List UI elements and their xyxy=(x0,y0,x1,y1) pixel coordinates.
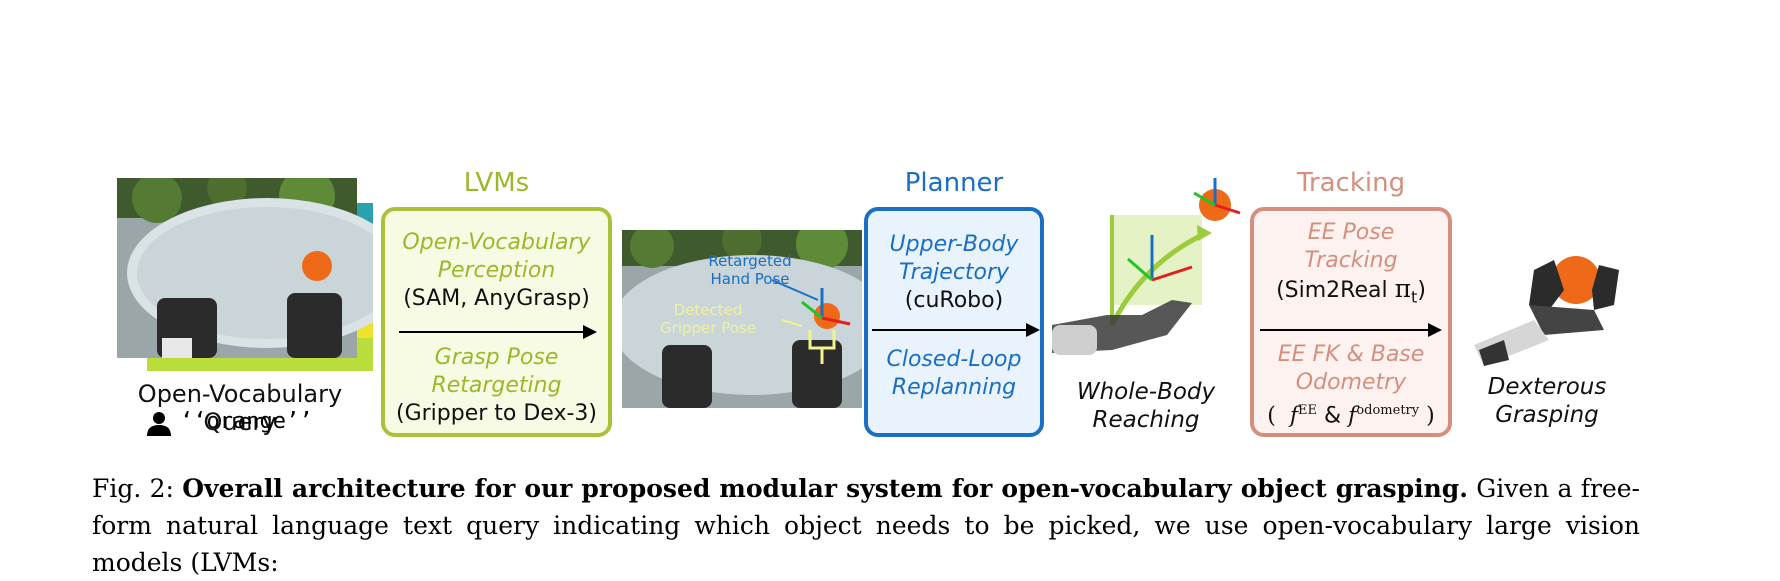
perception-tools: (SAM, AnyGrasp) xyxy=(403,286,590,311)
traj-tool: (cuRobo) xyxy=(904,288,1004,313)
tracking-divider-arrow xyxy=(1260,323,1442,337)
retarget-scene-photo xyxy=(622,230,862,408)
fk-line2: Odometry xyxy=(1295,370,1407,395)
traj-line1: Upper-Body xyxy=(889,232,1019,257)
ee-line2: Tracking xyxy=(1304,248,1398,273)
caption-bold: Overall architecture for our proposed mo… xyxy=(182,474,1468,503)
lvms-module: Open-Vocabulary Perception (SAM, AnyGras… xyxy=(381,207,612,437)
query-text-row: ‘‘orange’’ xyxy=(146,409,346,439)
reaching-illustration xyxy=(1052,175,1244,367)
planner-module: Upper-Body Trajectory (cuRobo) Closed-Lo… xyxy=(864,207,1044,437)
traj-line2: Trajectory xyxy=(898,260,1010,285)
lvms-title: LVMs xyxy=(463,168,530,198)
lvms-divider-arrow xyxy=(399,325,597,339)
retarget-line2: Retargeting xyxy=(431,373,562,398)
planner-title: Planner xyxy=(904,168,1004,198)
tracking-title: Tracking xyxy=(1296,168,1406,198)
query-label: Open-Vocabulary Query xyxy=(137,380,343,436)
caption-prefix: Fig. 2: xyxy=(92,474,183,503)
grasping-illustration xyxy=(1474,250,1632,366)
lvms-retargeting: Grasp Pose Retargeting (Gripper to Dex-3… xyxy=(385,344,608,428)
retarget-line1: Grasp Pose xyxy=(434,345,559,370)
user-icon xyxy=(146,410,172,436)
lvms-perception: Open-Vocabulary Perception (SAM, AnyGras… xyxy=(385,229,608,313)
tracking-ee-pose: EE Pose Tracking (Sim2Real πt) xyxy=(1254,219,1448,311)
hand-pose-label: Retargeted Hand Pose xyxy=(708,252,792,288)
planner-replanning: Closed-Loop Replanning xyxy=(868,346,1040,402)
ee-line1: EE Pose xyxy=(1307,220,1395,245)
query-text: ‘‘orange’’ xyxy=(180,409,313,434)
retarget-detail: (Gripper to Dex-3) xyxy=(396,401,597,426)
reaching-label: Whole-Body Reaching xyxy=(1076,379,1216,433)
tracking-fk-odometry: EE FK & Base Odometry ( fEE & fodometry … xyxy=(1254,341,1448,430)
pi-symbol: π xyxy=(1394,274,1412,303)
perception-line2: Perception xyxy=(437,258,556,283)
replan-line2: Replanning xyxy=(891,375,1017,400)
tracking-module: EE Pose Tracking (Sim2Real πt) EE FK & B… xyxy=(1250,207,1452,437)
planner-divider-arrow xyxy=(872,323,1040,337)
fk-formula: ( fEE & fodometry ) xyxy=(1267,403,1435,429)
gripper-pose-label: Detected Gripper Pose xyxy=(660,301,756,337)
query-scene-photo xyxy=(117,178,373,371)
grasping-label: Dexterous Grasping xyxy=(1487,374,1607,428)
replan-line1: Closed-Loop xyxy=(886,347,1022,372)
figure-caption: Fig. 2: Overall architecture for our pro… xyxy=(92,470,1640,581)
perception-line1: Open-Vocabulary xyxy=(402,230,591,255)
fk-line1: EE FK & Base xyxy=(1277,342,1425,367)
planner-trajectory: Upper-Body Trajectory (cuRobo) xyxy=(868,231,1040,315)
ee-policy: (Sim2Real πt) xyxy=(1276,274,1426,307)
